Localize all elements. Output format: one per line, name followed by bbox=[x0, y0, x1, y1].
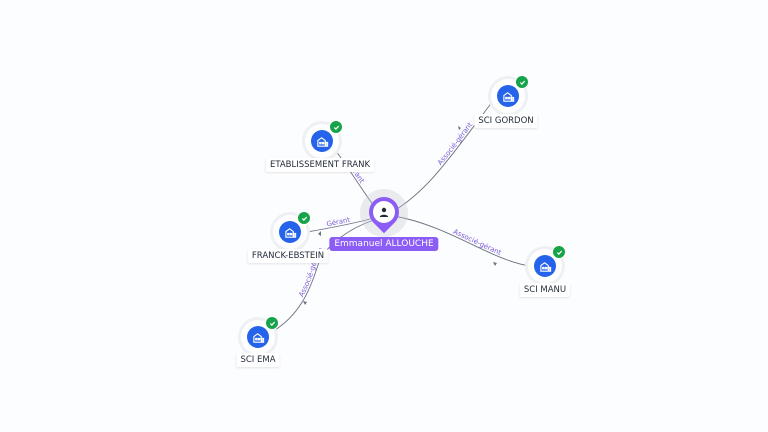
verified-check-icon bbox=[329, 120, 343, 134]
arrowhead-icon bbox=[493, 262, 497, 266]
edge-label-sci-gordon: Associé-gérant bbox=[436, 121, 474, 167]
arrowhead-icon bbox=[458, 126, 461, 130]
node-label-franck-ebstein[interactable]: FRANCK-EBSTEIN bbox=[247, 249, 329, 263]
node-label-sci-gordon[interactable]: SCI GORDON bbox=[474, 114, 538, 128]
center-node-label[interactable]: Emmanuel ALLOUCHE bbox=[329, 237, 439, 251]
edge-franck-ebstein bbox=[306, 217, 375, 233]
company-building-icon bbox=[311, 130, 333, 152]
center-node-person[interactable] bbox=[362, 190, 406, 234]
node-label-sci-ema[interactable]: SCI EMA bbox=[236, 353, 280, 367]
arrowhead-icon bbox=[318, 231, 321, 236]
edge-label-sci-manu: Associé-gérant bbox=[452, 228, 503, 257]
node-franck-ebstein[interactable] bbox=[273, 211, 311, 249]
arrowhead-icon bbox=[303, 301, 307, 305]
edge-etablissement-frank bbox=[335, 150, 375, 207]
verified-check-icon bbox=[552, 245, 566, 259]
verified-check-icon bbox=[265, 316, 279, 330]
verified-check-icon bbox=[515, 75, 529, 89]
edge-sci-ema bbox=[271, 219, 375, 333]
node-sci-manu[interactable] bbox=[528, 245, 566, 283]
company-building-icon bbox=[279, 221, 301, 243]
person-icon bbox=[373, 201, 395, 223]
edge-sci-manu bbox=[393, 215, 531, 267]
node-label-etablissement-frank[interactable]: ETABLISSEMENT FRANK bbox=[265, 158, 375, 172]
company-building-icon bbox=[534, 255, 556, 277]
verified-check-icon bbox=[297, 211, 311, 225]
node-sci-gordon[interactable] bbox=[491, 75, 529, 113]
node-etablissement-frank[interactable] bbox=[305, 120, 343, 158]
company-building-icon bbox=[497, 85, 519, 107]
company-building-icon bbox=[247, 326, 269, 348]
node-sci-ema[interactable] bbox=[241, 316, 279, 354]
node-label-sci-manu[interactable]: SCI MANU bbox=[519, 283, 571, 297]
